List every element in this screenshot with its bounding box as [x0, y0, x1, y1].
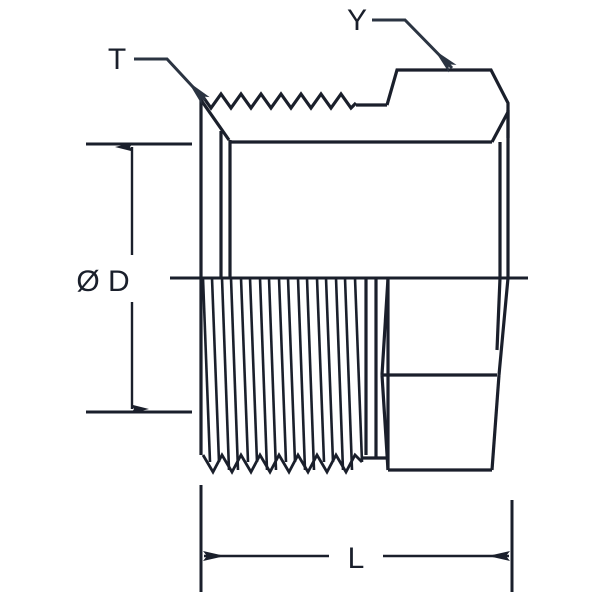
part-outline-group: [199, 68, 510, 475]
leader-y-group: [372, 18, 457, 73]
length-dimension-group: [199, 485, 514, 592]
thread-root-scallops: [201, 452, 363, 475]
callout-label-y: Y: [347, 4, 367, 37]
length-dimension-label: L: [348, 542, 365, 575]
hex-head-body-lower-left: [380, 277, 390, 376]
callout-label-t: T: [108, 43, 126, 76]
thread-profile-lines: [201, 277, 364, 471]
hex-head-top-profile: [385, 68, 510, 138]
hex-head-body-lower-left-2: [380, 374, 390, 471]
leader-t-group: [134, 57, 210, 105]
leader-line-t: [134, 57, 210, 105]
hex-head-body-lower-right-2: [490, 374, 501, 471]
shank-left-chamfer: [199, 99, 231, 141]
leader-line-y: [372, 18, 457, 73]
thread-crest-zigzag: [199, 91, 358, 111]
hex-head-body-lower-right: [497, 277, 510, 376]
hex-head-right-wall-inner-lower: [495, 277, 502, 351]
diameter-dimension-label: Ø D: [76, 265, 129, 298]
diameter-dimension-group: [86, 142, 192, 414]
hex-head-right-chamfer: [490, 111, 510, 143]
